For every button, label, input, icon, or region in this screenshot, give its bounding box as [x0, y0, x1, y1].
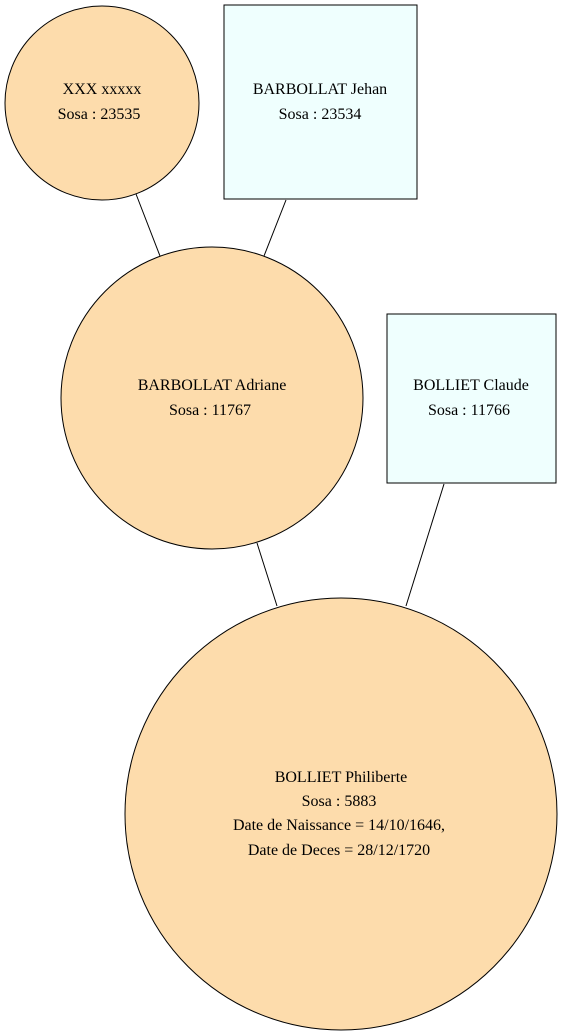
node-xxx-name: XXX xxxxx [63, 81, 142, 98]
node-philiberte-death: Date de Deces = 28/12/1720 [248, 842, 430, 859]
node-adriane-circle [60, 246, 364, 550]
node-barbollat-jehan[interactable]: BARBOLLAT Jehan Sosa : 23534 [223, 4, 418, 200]
node-adriane-name: BARBOLLAT Adriane [138, 377, 287, 394]
node-bolliet-philiberte[interactable]: BOLLIET Philiberte Sosa : 5883 Date de N… [124, 597, 558, 1031]
node-bolliet-claude[interactable]: BOLLIET Claude Sosa : 11766 [386, 313, 557, 484]
node-philiberte-sosa: Sosa : 5883 [302, 793, 377, 810]
node-jehan-sosa: Sosa : 23534 [279, 106, 362, 123]
node-claude-sosa: Sosa : 11766 [428, 402, 510, 419]
node-xxx-sosa: Sosa : 23535 [58, 106, 141, 123]
node-xxx-circle [4, 5, 200, 201]
node-claude-box [386, 313, 557, 484]
node-philiberte-name: BOLLIET Philiberte [275, 769, 408, 786]
node-xxx-xxxxx[interactable]: XXX xxxxx Sosa : 23535 [4, 5, 200, 201]
node-jehan-box [223, 4, 418, 200]
edge-xxx-to-adriane [135, 193, 161, 257]
node-jehan-name: BARBOLLAT Jehan [253, 81, 387, 98]
node-philiberte-birth: Date de Naissance = 14/10/1646, [233, 817, 445, 834]
node-claude-name: BOLLIET Claude [413, 377, 529, 394]
edge-claude-to-philiberte [405, 483, 445, 607]
node-philiberte-circle [124, 597, 558, 1031]
edge-adriane-to-philiberte [256, 542, 278, 607]
node-adriane-sosa: Sosa : 11767 [169, 402, 251, 419]
node-barbollat-adriane[interactable]: BARBOLLAT Adriane Sosa : 11767 [60, 246, 364, 550]
edge-jehan-to-adriane [263, 199, 287, 257]
